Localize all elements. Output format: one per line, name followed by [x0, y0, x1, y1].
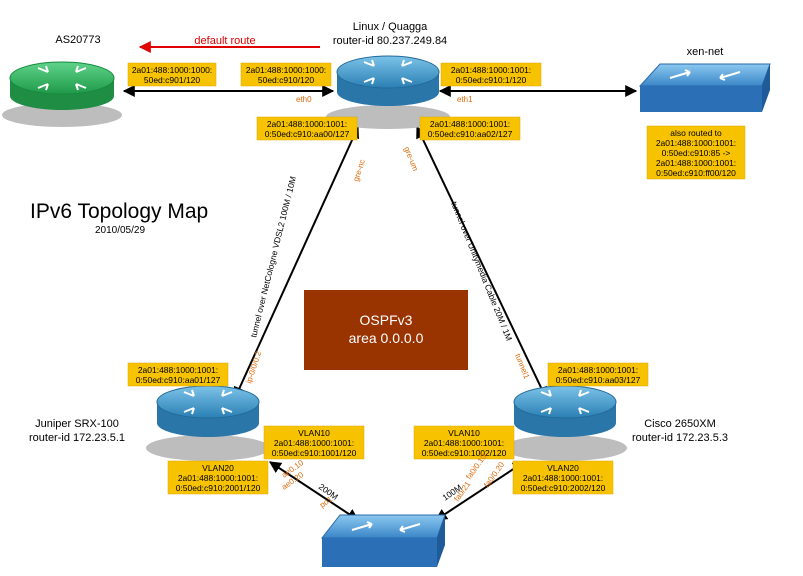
address-line: 50ed:c910/120	[258, 75, 315, 85]
iface-eth1: eth1	[457, 95, 473, 104]
iface-cisco-tunnel: tunnel1	[513, 352, 531, 380]
address-line: 0:50ed:c910:1001/120	[272, 448, 357, 458]
cisco-router-id: router-id 172.23.5.3	[632, 432, 728, 444]
address-line: 2a01:488:1000:1001:	[267, 119, 347, 129]
address-box-juniper-ip: 2a01:488:1000:1001: 0:50ed:c910:aa01/127	[127, 362, 229, 387]
address-box-xen-routes: also routed to 2a01:488:1000:1001: 0:50e…	[646, 125, 746, 180]
address-box-juniper-vlan20: VLAN20 2a01:488:1000:1001: 0:50ed:c910:2…	[167, 460, 269, 495]
address-line: 0:50ed:c910:1/120	[456, 75, 527, 85]
address-line: 0:50ed:c910:aa00/127	[265, 129, 350, 139]
address-line: 2a01:488:1000:1001:	[523, 473, 603, 483]
address-line: 2a01:488:1000:1001:	[430, 119, 510, 129]
address-box-linux-gre-right: 2a01:488:1000:1001: 0:50ed:c910:aa02/127	[419, 116, 521, 141]
address-box-cisco-vlan10: VLAN10 2a01:488:1000:1001: 0:50ed:c910:1…	[413, 425, 515, 460]
iface-gre-left: gre-nc	[351, 158, 367, 182]
switch-icon	[320, 514, 446, 567]
address-line: 2a01:488:1000:1001:	[424, 438, 504, 448]
address-line: 2a01:488:1000:1001:	[558, 365, 638, 375]
address-box-linux-eth0: 2a01:488:1000:1000: 50ed:c910/120	[240, 62, 332, 87]
address-box-juniper-vlan10: VLAN10 2a01:488:1000:1001: 0:50ed:c910:1…	[263, 425, 365, 460]
address-line: 2a01:488:1000:1001:	[178, 473, 258, 483]
address-line: 0:50ed:c910:aa03/127	[556, 375, 641, 385]
link-linux-juniper	[234, 125, 359, 400]
router-icon	[146, 385, 270, 461]
address-line: 2a01:488:1000:1001:	[451, 65, 531, 75]
address-box-cisco-tunnel: 2a01:488:1000:1001: 0:50ed:c910:aa03/127	[547, 362, 649, 387]
cisco-name: Cisco 2650XM	[644, 418, 716, 430]
address-line: 2a01:488:1000:1001:	[138, 365, 218, 375]
router-icon	[503, 385, 627, 461]
address-line: VLAN20	[547, 463, 579, 473]
link-linux-cisco	[416, 125, 547, 400]
address-line: 2a01:488:1000:1000:	[132, 65, 212, 75]
juniper-router-id: router-id 172.23.5.1	[29, 432, 125, 444]
linux-name: Linux / Quagga	[353, 21, 428, 33]
as-name: AS20773	[55, 34, 100, 46]
address-line: 0:50ed:c910:aa02/127	[428, 129, 513, 139]
address-line: 2a01:488:1000:1001:	[274, 438, 354, 448]
default-route-label: default route	[194, 35, 255, 47]
linux-router-id: router-id 80.237.249.84	[333, 35, 447, 47]
juniper-name: Juniper SRX-100	[35, 418, 119, 430]
address-box-linux-gre-left: 2a01:488:1000:1001: 0:50ed:c910:aa00/127	[256, 116, 358, 141]
ospf-line2: area 0.0.0.0	[349, 330, 424, 346]
address-line: 0:50ed:c910:1002/120	[422, 448, 507, 458]
address-line: 0:50ed:c910:85 ->	[662, 148, 731, 158]
address-box-as: 2a01:488:1000:1000: 50ed:c901/120	[127, 62, 217, 87]
address-line: VLAN10	[298, 428, 330, 438]
page-date: 2010/05/29	[95, 225, 145, 236]
ospf-area-box	[304, 290, 468, 370]
address-line: 2a01:488:1000:1000:	[246, 65, 326, 75]
address-line: 0:50ed:c910:2001/120	[176, 483, 261, 493]
iface-gre-right: gre-um	[402, 145, 420, 172]
address-box-linux-eth1: 2a01:488:1000:1001: 0:50ed:c910:1/120	[440, 62, 542, 87]
iface-juniper-ip: ip-0/0/0.2	[244, 350, 263, 385]
address-line: 2a01:488:1000:1001:	[656, 138, 736, 148]
address-line: 0:50ed:c910:aa01/127	[136, 375, 221, 385]
iface-eth0: eth0	[296, 95, 312, 104]
address-line: 50ed:c901/120	[144, 75, 201, 85]
page-title: IPv6 Topology Map	[30, 200, 208, 223]
ospf-line1: OSPFv3	[360, 312, 413, 328]
link-cisco-switch	[434, 461, 526, 521]
switch-icon	[638, 63, 771, 112]
address-line: 0:50ed:c910:ff00/120	[656, 168, 736, 178]
link-juniper-switch	[268, 461, 360, 521]
address-line: VLAN10	[448, 428, 480, 438]
address-line: VLAN20	[202, 463, 234, 473]
iface-cisco-fa20: fa0/0.20	[482, 460, 506, 489]
address-line: 0:50ed:c910:2002/120	[521, 483, 606, 493]
xen-name: xen-net	[687, 46, 724, 58]
address-box-cisco-vlan20: VLAN20 2a01:488:1000:1001: 0:50ed:c910:2…	[512, 460, 614, 495]
router-icon	[2, 61, 122, 127]
address-line: 2a01:488:1000:1001:	[656, 158, 736, 168]
address-line: also routed to	[670, 128, 722, 138]
